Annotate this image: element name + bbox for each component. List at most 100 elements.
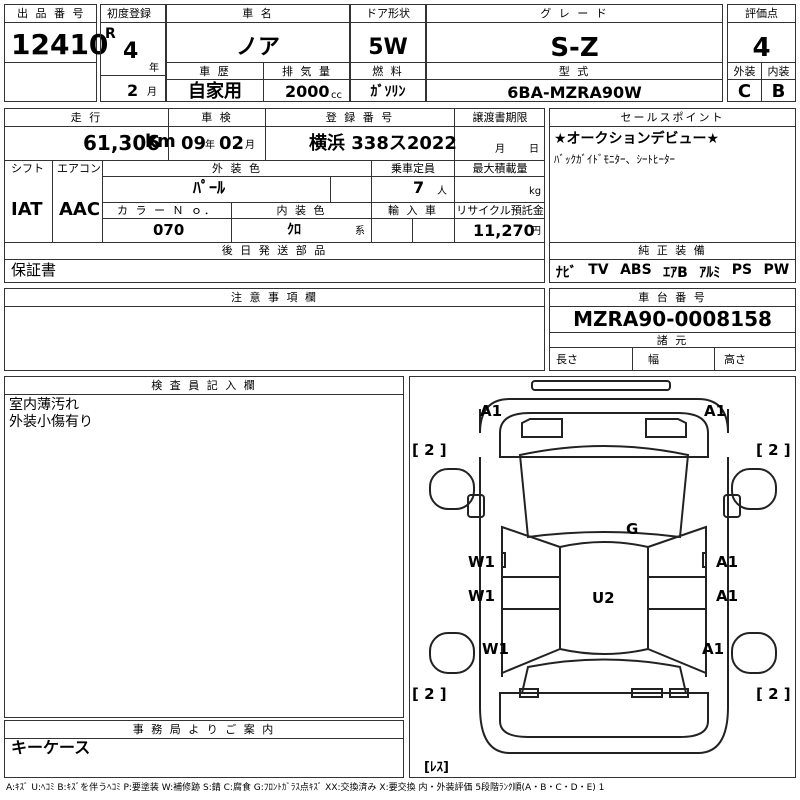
chassis-label: 車 台 番 号 [638, 291, 707, 304]
equipment-item: PW [763, 262, 790, 278]
mark-left-bottom: [ 2 ] [412, 685, 447, 703]
recycle-unit: 円 [531, 226, 541, 237]
height-label: 高さ [724, 353, 746, 366]
inspection-year-unit: 年 [205, 140, 215, 151]
car-name-box: 車 名 ノア 車 歴 排 気 量 自家用 2000 cc [166, 4, 350, 102]
equipment-label: 純 正 装 備 [638, 244, 707, 257]
inspection-month-unit: 月 [245, 140, 255, 151]
recycle-fee: 11,270 [473, 221, 535, 240]
ac-label: エアコン [57, 162, 101, 175]
mark-left-top: [ 2 ] [412, 441, 447, 459]
reg-year: 4 [123, 39, 139, 64]
load-unit: kg [529, 186, 542, 197]
mark-left-door-3: W1 [482, 640, 509, 658]
door-label: ドア形状 [366, 7, 410, 20]
mileage-unit: km [145, 131, 176, 152]
model-label: 型 式 [558, 65, 591, 78]
plate-number: 横浜 338ス2022 [309, 133, 457, 154]
score-label: 評価点 [745, 7, 778, 20]
capacity: 7 [413, 178, 425, 197]
mark-right-door-2: A1 [716, 587, 738, 605]
mark-rear: [ﾚｽ] [424, 760, 449, 775]
mark-windshield: G [626, 520, 638, 538]
reg-month: 2 [127, 81, 139, 100]
inspector-box: 検 査 員 記 入 欄 室内薄汚れ 外装小傷有り [4, 376, 404, 718]
width-label: 幅 [648, 353, 659, 366]
transfer-label: 譲渡書期限 [472, 111, 528, 124]
era: R [105, 26, 116, 42]
inspector-line1: 室内薄汚れ [9, 397, 79, 413]
inspection-label: 車 検 [201, 111, 233, 124]
mark-right-door-3: A1 [702, 640, 724, 658]
displacement: 2000 [285, 82, 330, 101]
shift: IAT [11, 199, 43, 220]
displacement-unit: cc [331, 90, 342, 101]
mark-front-right: A1 [704, 402, 726, 420]
office-note: キーケース [11, 738, 91, 757]
equipment-item: ｱﾙﾐ [699, 265, 721, 281]
inspector-line2: 外装小傷有り [9, 414, 93, 430]
details-box: 走 行 車 検 登 録 番 号 譲渡書期限 61,306 km 09 年 02 … [4, 108, 545, 283]
chassis-box: 車 台 番 号 MZRA90-0008158 諸 元 長さ 幅 高さ [549, 288, 796, 371]
ac: AAC [59, 199, 101, 220]
office-label: 事 務 局 よ り ご 案 内 [132, 723, 276, 736]
mark-right-top: [ 2 ] [756, 441, 791, 459]
model-code: 6BA-MZRA90W [507, 83, 642, 102]
lot-number: 12410 [11, 28, 109, 61]
equipment-list: ﾅﾋﾞ TV ABS ｴｱB ｱﾙﾐ PS PW [550, 262, 795, 281]
mark-right-door-1: A1 [716, 553, 738, 571]
exterior-color: ﾊﾟｰﾙ [193, 178, 226, 197]
color-label: 外 装 色 [212, 162, 262, 175]
reg-month-unit: 月 [147, 87, 157, 98]
equipment-item: ﾅﾋﾞ [555, 265, 577, 281]
lot-number-label: 出 品 番 号 [17, 7, 86, 20]
history-label: 車 歴 [199, 65, 231, 78]
history: 自家用 [188, 81, 242, 102]
grade-label: グ レ ー ド [540, 7, 609, 20]
load-label: 最大積載量 [472, 162, 528, 175]
mark-right-bottom: [ 2 ] [756, 685, 791, 703]
spec-label: 諸 元 [656, 334, 689, 347]
interior-grade-label: 内装 [767, 65, 790, 78]
first-registration-box: 初度登録 R 4 年 2 月 [100, 4, 166, 102]
sales-point-line2: ﾊﾞｯｸｶﾞｲﾄﾞﾓﾆﾀｰ、ｼｰﾄﾋｰﾀｰ [554, 153, 675, 166]
capacity-label: 乗車定員 [391, 162, 435, 175]
car-diagram: A1 A1 [ 2 ] [ 2 ] G W1 W1 W1 A1 A1 A1 U2… [412, 380, 791, 775]
mark-left-door-1: W1 [468, 553, 495, 571]
shift-label: シフト [11, 162, 44, 175]
chassis-number: MZRA90-0008158 [573, 307, 772, 331]
equipment-item: ABS [620, 262, 652, 278]
office-box: 事 務 局 よ り ご 案 内 キーケース [4, 720, 404, 778]
import-label: 輸 入 車 [388, 204, 438, 217]
interior-color-label: 内 装 色 [276, 204, 327, 217]
inspection-year: 09 [181, 133, 207, 154]
interior-color-unit: 系 [355, 226, 365, 237]
displacement-label: 排 気 量 [282, 65, 332, 78]
mark-front-left: A1 [480, 402, 502, 420]
grade: S-Z [550, 33, 599, 63]
fuel-label: 燃 料 [372, 65, 404, 78]
mark-left-door-2: W1 [468, 587, 495, 605]
car-name: ノア [235, 35, 280, 60]
interior-color: ｸﾛ [287, 222, 301, 238]
reg-year-unit: 年 [149, 63, 159, 74]
interior-grade: B [771, 81, 786, 102]
sales-point-box: セールスポイント ★オークションデビュー★ ﾊﾞｯｸｶﾞｲﾄﾞﾓﾆﾀｰ、ｼｰﾄﾋ… [549, 108, 796, 283]
later-parts: 保証書 [11, 261, 57, 279]
inspector-label: 検 査 員 記 入 欄 [151, 379, 257, 392]
notes-box: 注 意 事 項 欄 [4, 288, 545, 371]
sales-point-line1: ★オークションデビュー★ [554, 131, 720, 147]
legend: A:ｷｽﾞ U:ﾍｺﾐ B:ｷｽﾞを伴うﾍｺﾐ P:要塗装 W:補修跡 S:錆 … [6, 783, 605, 793]
length-label: 長さ [556, 353, 578, 366]
exterior-grade: C [737, 81, 752, 102]
exterior-grade-label: 外装 [733, 65, 756, 78]
mileage: 61,306 [83, 131, 161, 155]
later-parts-label: 後 日 発 送 部 品 [221, 244, 328, 257]
door-box: ドア形状 5W 燃 料 ｶﾞｿﾘﾝ [350, 4, 426, 102]
mark-roof: U2 [592, 589, 615, 607]
score: 4 [752, 33, 771, 63]
first-registration-label: 初度登録 [107, 7, 151, 20]
fuel: ｶﾞｿﾘﾝ [370, 84, 406, 100]
equipment-item: PS [731, 262, 753, 278]
equipment-item: ｴｱB [663, 265, 688, 281]
